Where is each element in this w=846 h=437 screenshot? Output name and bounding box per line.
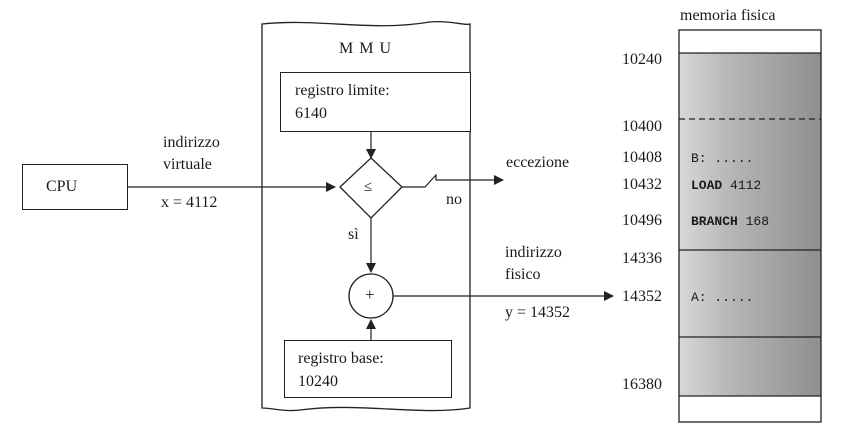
memory-cell-operand: 4112 (730, 178, 762, 193)
memory-cell-load: LOAD 4112 (691, 178, 761, 193)
memory-shaded-area (679, 53, 821, 396)
memory-address: 10400 (622, 118, 662, 135)
memory-address: 14336 (622, 250, 662, 267)
memory-address: 10496 (622, 212, 662, 229)
limit-register-label: registro limite: (295, 82, 390, 99)
memory-title: memoria fisica (680, 7, 776, 24)
memory-cell-suffix: ..... (714, 290, 754, 305)
mmu-frame (261, 20, 471, 412)
memory-address: 10240 (622, 51, 662, 68)
memory-cell-branch: BRANCH 168 (691, 214, 769, 229)
virtual-address-label-1: indirizzo (163, 134, 220, 151)
mmu-title: M M U (339, 40, 393, 57)
memory-cell-prefix: B: (691, 151, 707, 166)
memory-column (678, 29, 822, 423)
memory-address: 14352 (622, 288, 662, 305)
physical-address-value: y = 14352 (505, 304, 571, 321)
memory-cell-suffix: ..... (714, 151, 754, 166)
memory-address: 16380 (622, 376, 662, 393)
limit-register-value: 6140 (295, 105, 327, 122)
add-symbol: + (365, 285, 375, 304)
memory-address: 10432 (622, 176, 662, 193)
exception-label: eccezione (506, 154, 570, 171)
virtual-address-label-2: virtuale (163, 156, 212, 173)
branch-no-label: no (446, 191, 462, 208)
memory-cell-prefix: A: (691, 290, 707, 305)
base-register-value: 10240 (298, 373, 338, 390)
physical-address-label-2: fisico (505, 266, 541, 283)
cpu-label: CPU (46, 178, 78, 195)
cpu-box: CPU (22, 164, 128, 210)
memory-cell-opcode: LOAD (691, 178, 723, 193)
virtual-address-value: x = 4112 (161, 194, 218, 211)
physical-address-label-1: indirizzo (505, 244, 562, 261)
memory-cell-a: A: ..... (691, 290, 753, 305)
memory-address: 10408 (622, 149, 662, 166)
base-register-box: registro base: 10240 (284, 340, 452, 398)
memory-cell-operand: 168 (745, 214, 770, 229)
limit-register-box: registro limite: 6140 (280, 72, 471, 132)
arrow-to-exception (402, 173, 504, 188)
compare-symbol: ≤ (364, 179, 373, 195)
memory-cell-opcode: BRANCH (691, 214, 738, 229)
base-register-label: registro base: (298, 350, 384, 367)
branch-yes-label: sì (348, 226, 359, 243)
memory-cell-b: B: ..... (691, 151, 753, 166)
